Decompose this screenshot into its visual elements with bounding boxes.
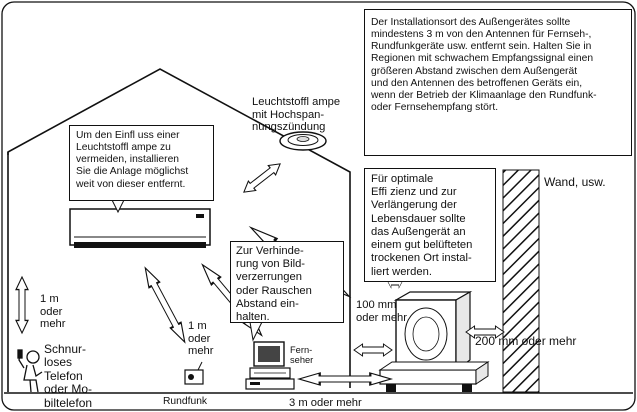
lamp-note: Um den Einfl uss einer Leuchtstoffl ampe…: [69, 125, 214, 201]
arrow-lamp-indoor: [239, 158, 285, 198]
tv-label: Fern- seher: [290, 345, 314, 366]
back-gap-label: 100 mm oder mehr: [356, 299, 407, 324]
side-gap-label: 200 mm oder mehr: [475, 334, 577, 348]
antenna-note: Der Installationsort des Außengerätes so…: [364, 9, 632, 156]
indoor-outdoor-distance-label: 3 m oder mehr: [289, 397, 362, 409]
arrow-indoor-radio: [139, 264, 191, 346]
radio-label: Rundfunk: [163, 396, 208, 407]
phone-label: Schnur- loses Telefon oder Mo- biltelefo…: [44, 342, 93, 410]
radio-distance-label: 1 m oder mehr: [188, 320, 214, 358]
fluorescent-lamp-icon: [279, 131, 327, 151]
person-phone-icon: [17, 349, 43, 393]
arrow-back-gap: [353, 343, 393, 357]
phone-distance-label: 1 m oder mehr: [40, 293, 66, 331]
wall-label: Wand, usw.: [544, 175, 606, 189]
arrow-tv-outdoor: [297, 371, 393, 387]
arrow-indoor-phone: [15, 276, 29, 334]
ventilation-note: Für optimale Effi zienz und zur Verlänge…: [364, 168, 496, 282]
radio-icon: [184, 361, 204, 385]
wall-hatch: [502, 169, 540, 393]
noise-note: Zur Verhinde- rung von Bild- verzerrunge…: [230, 241, 344, 323]
lamp-label: Leuchtstoffl ampe mit Hochspan- nungszün…: [252, 96, 341, 134]
television-icon: [245, 341, 295, 390]
indoor-unit-icon: [69, 208, 211, 248]
